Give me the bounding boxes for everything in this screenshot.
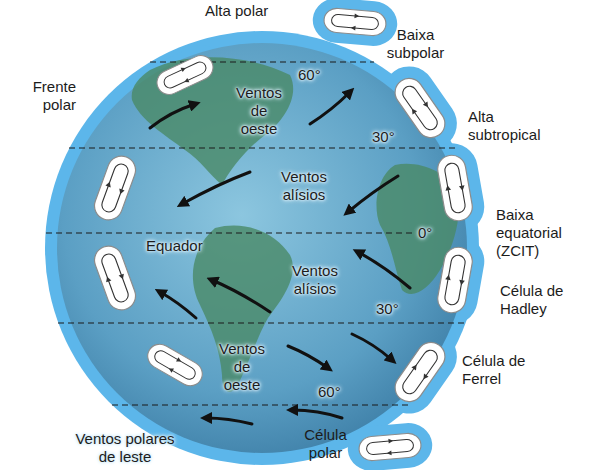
wind-arrow [352, 334, 392, 360]
pressure-label: Baixa subpolar [378, 26, 453, 62]
cell-label: Célula de Ferrel [462, 352, 544, 388]
latitude-line [69, 147, 455, 148]
wind-arrow [160, 292, 196, 318]
wind-arrow [150, 104, 195, 128]
wind-arrow [206, 418, 252, 424]
wind-label: Ventos alísios [283, 262, 347, 298]
circulation-cell [435, 245, 474, 315]
wind-arrow [310, 92, 350, 124]
wind-label: Ventos de oeste [233, 84, 285, 138]
wind-label: Ventos polares de leste [66, 430, 184, 466]
latitude-line [112, 404, 412, 405]
equator-label: Equador [146, 237, 203, 255]
atmosphere-bulge [311, 0, 399, 48]
wind-arrow [358, 252, 410, 288]
circulation-cell [358, 432, 422, 461]
wind-arrow [288, 346, 328, 368]
pressure-label: Alta subtropical [468, 108, 553, 144]
wind-arrow [212, 280, 270, 312]
latitude-label: 60° [298, 66, 321, 84]
circulation-cell [91, 152, 140, 224]
earth-globe [57, 43, 467, 453]
circulation-cell [390, 337, 451, 407]
wind-label: Ventos de oeste [216, 340, 268, 394]
latitude-label: 0° [418, 224, 432, 242]
pressure-label: Baixa equatorial (ZCIT) [496, 206, 586, 260]
front-label: Frente polar [14, 78, 76, 114]
circulation-cell [153, 52, 217, 99]
circulation-cell [323, 7, 387, 36]
latitude-label: 30° [376, 300, 399, 318]
circulation-cell [143, 340, 206, 391]
wind-label: Ventos alísios [272, 168, 336, 204]
circulation-cell [91, 242, 140, 314]
wind-arrow [348, 176, 398, 212]
circulation-cell [435, 153, 474, 223]
circulation-cell [390, 73, 451, 143]
equator-line [46, 232, 412, 233]
wind-arrow [292, 410, 342, 418]
pressure-label: Alta polar [205, 2, 268, 20]
cell-label: Célula de Hadley [500, 282, 582, 318]
wind-arrow [182, 172, 250, 204]
continent [132, 57, 293, 185]
latitude-label: 30° [372, 128, 395, 146]
atmosphere [45, 31, 479, 465]
latitude-line [58, 322, 466, 323]
cell-label: Célula polar [298, 426, 353, 462]
latitude-label: 60° [318, 383, 341, 401]
